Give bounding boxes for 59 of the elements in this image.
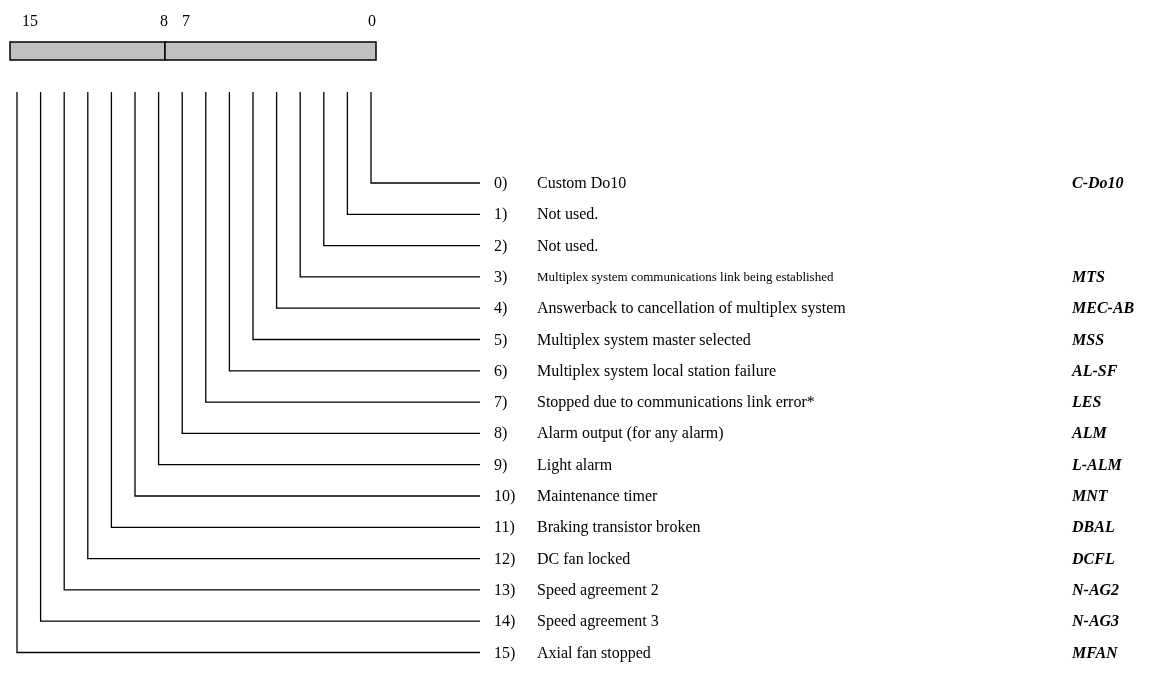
signal-mnemonic: MSS xyxy=(1072,330,1105,349)
bit-description: Stopped due to communications link error* xyxy=(537,393,815,412)
bit-description: Multiplex system master selected xyxy=(537,330,751,349)
bit-description: Axial fan stopped xyxy=(537,643,651,662)
signal-mnemonic: ALM xyxy=(1072,424,1107,443)
leader-line xyxy=(228,91,481,372)
signal-mnemonic: C-Do10 xyxy=(1072,174,1124,192)
item-number: 3) xyxy=(494,267,508,286)
signal-mnemonic: MTS xyxy=(1072,267,1105,286)
item-number: 12) xyxy=(494,549,516,568)
signal-mnemonic: DBAL xyxy=(1072,518,1115,537)
leader-line xyxy=(299,91,481,278)
leader-line xyxy=(370,91,481,184)
bit-description: Multiplex system local station failure xyxy=(537,361,777,380)
signal-mnemonic: MEC-AB xyxy=(1072,299,1135,318)
bit-number: 8 xyxy=(160,12,168,30)
bit-description: Not used. xyxy=(537,236,599,255)
leader-line xyxy=(323,91,481,247)
item-number: 5) xyxy=(494,330,508,349)
item-number: 7) xyxy=(494,393,508,412)
bit-description: Answerback to cancellation of multiplex system xyxy=(537,299,846,318)
item-number: 10) xyxy=(494,487,516,505)
item-number: 9) xyxy=(494,455,508,474)
item-number: 15) xyxy=(494,643,516,662)
item-number: 2) xyxy=(494,236,508,255)
bit-description: Braking transistor broken xyxy=(537,518,701,537)
bit-description: Light alarm xyxy=(537,455,613,474)
leader-line xyxy=(252,91,481,341)
item-number: 13) xyxy=(494,580,516,599)
bit-description: DC fan locked xyxy=(537,549,631,568)
signal-mnemonic: DCFL xyxy=(1072,549,1115,568)
signal-mnemonic: N-AG2 xyxy=(1072,580,1120,599)
leader-line xyxy=(181,91,481,435)
signal-mnemonic: L-ALM xyxy=(1072,455,1122,474)
leader-line xyxy=(205,91,481,403)
signal-mnemonic: LES xyxy=(1072,393,1102,412)
item-number: 8) xyxy=(494,424,508,443)
bit-description: Custom Do10 xyxy=(537,174,627,192)
bit-description: Maintenance timer xyxy=(537,487,658,505)
bit-description: Multiplex system communications link being established xyxy=(537,267,834,286)
bit-description: Speed agreement 2 xyxy=(537,580,659,599)
item-number: 0) xyxy=(494,174,508,192)
item-number: 11) xyxy=(494,518,515,537)
item-number: 1) xyxy=(494,205,508,224)
leader-line xyxy=(275,91,481,309)
leader-line xyxy=(346,91,481,215)
item-number: 6) xyxy=(494,361,508,380)
signal-mnemonic: N-AG3 xyxy=(1072,612,1120,631)
bit-description: Not used. xyxy=(537,205,599,224)
signal-mnemonic: AL-SF xyxy=(1072,361,1118,380)
item-number: 14) xyxy=(494,612,516,631)
bit-description: Speed agreement 3 xyxy=(537,612,659,631)
signal-mnemonic: MFAN xyxy=(1072,643,1118,662)
bit-number: 7 xyxy=(182,12,190,30)
bit-number: 0 xyxy=(368,12,376,30)
signal-mnemonic: MNT xyxy=(1072,487,1108,505)
bit-description: Alarm output (for any alarm) xyxy=(537,424,724,443)
bit-number: 15 xyxy=(22,12,38,30)
item-number: 4) xyxy=(494,299,508,318)
